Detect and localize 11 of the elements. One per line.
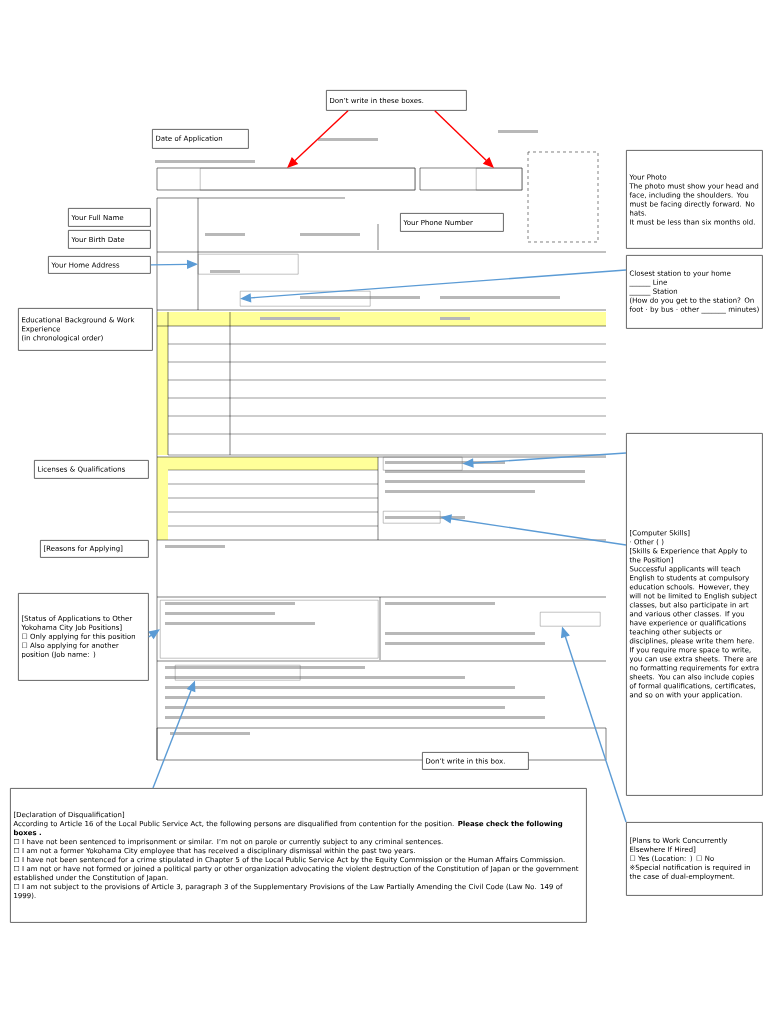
form-field: [175, 665, 301, 681]
arrow: [434, 110, 494, 168]
form-field: [383, 457, 463, 471]
form-field: [160, 600, 379, 659]
form-field: [383, 511, 441, 524]
arrow: [287, 110, 349, 168]
form-field: [476, 168, 523, 191]
form-field: [198, 254, 299, 275]
form-field: [200, 168, 416, 191]
form-field: [240, 291, 371, 307]
form-field: [540, 612, 601, 627]
